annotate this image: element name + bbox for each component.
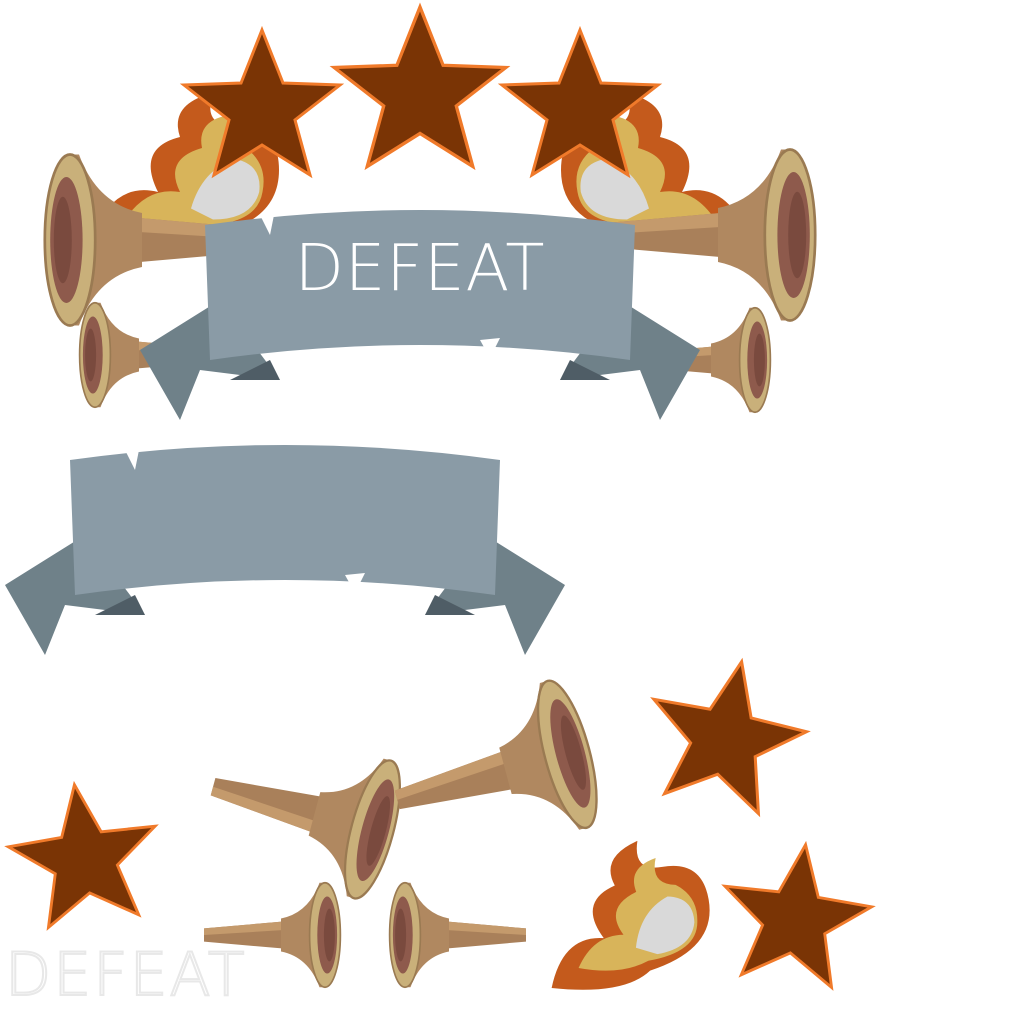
star-icon [633, 644, 820, 822]
star-icon [711, 833, 881, 993]
spare-ribbon [5, 445, 565, 655]
horn-icon [388, 881, 527, 989]
defeat-outline-label: DEFEAT [5, 940, 247, 1010]
horn-icon [193, 716, 413, 905]
banner-title: DEFEAT [295, 232, 546, 306]
ribbon-banner [5, 445, 565, 655]
horn-icon [376, 673, 610, 875]
defeat-banner-assembly: DEFEAT [43, 5, 817, 420]
star-icon [332, 5, 508, 169]
star-icon [0, 773, 169, 933]
loose-sprites: DEFEAT [0, 644, 881, 1011]
flame-icon [529, 830, 721, 998]
